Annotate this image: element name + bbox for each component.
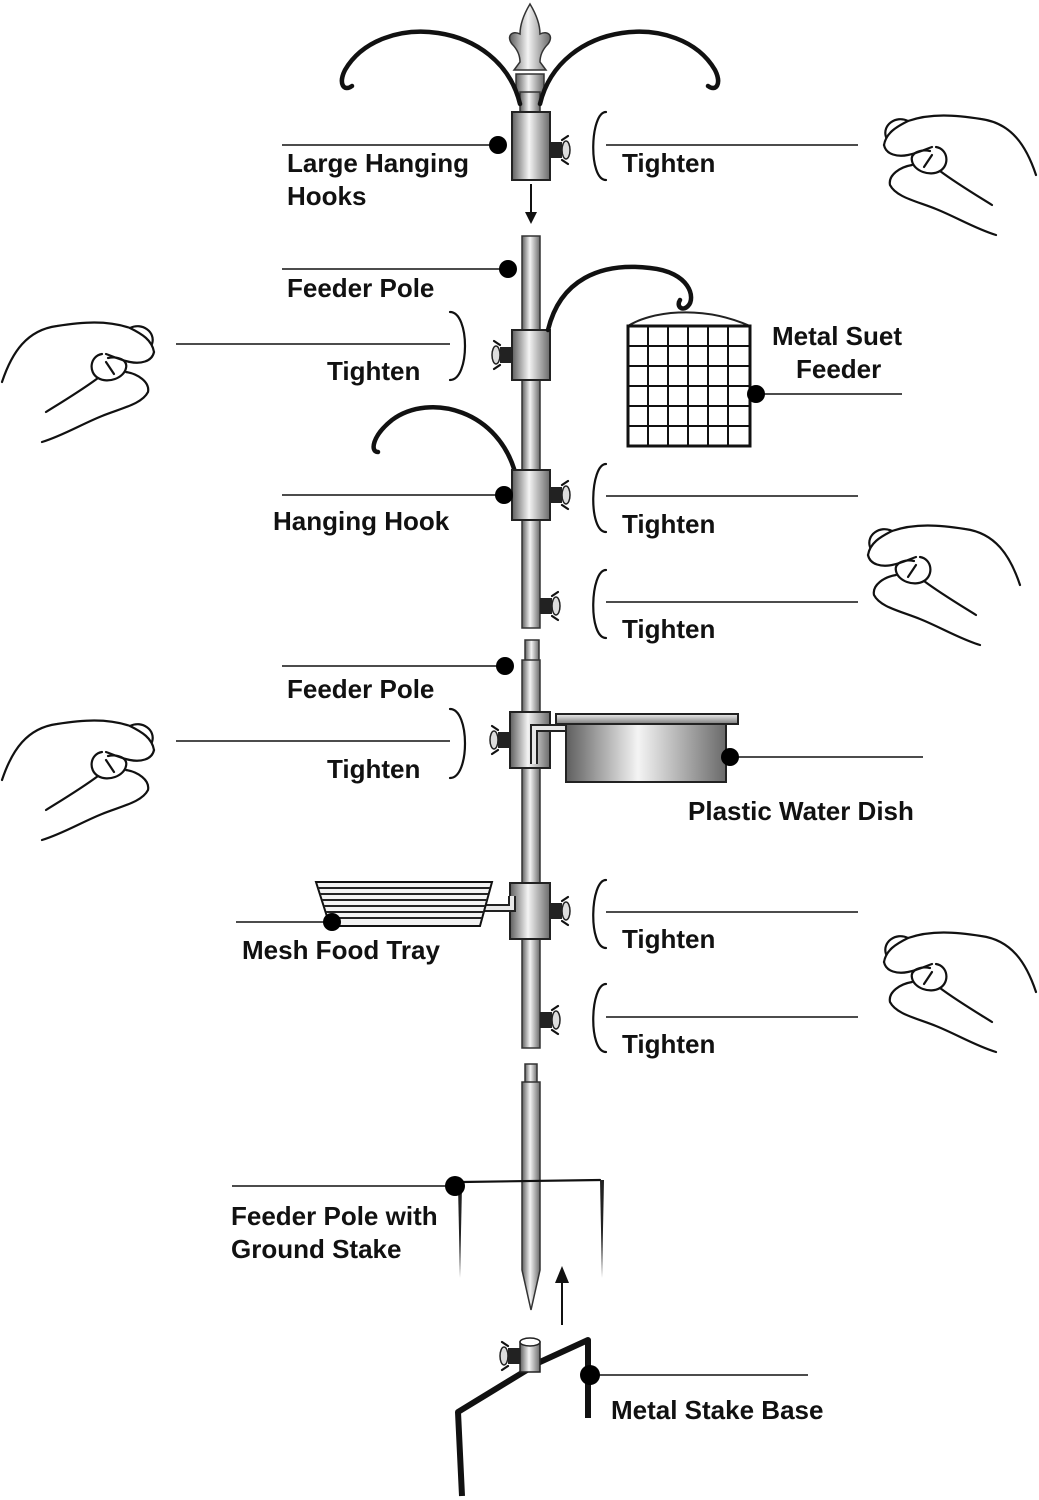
tighten-label-5: Tighten — [327, 754, 420, 784]
feeder-pole-upper — [521, 235, 541, 629]
large-hooks-label-2: Hooks — [287, 181, 366, 211]
stake-base-label: Metal Stake Base — [611, 1395, 823, 1425]
large-hooks-label-1: Large Hanging — [287, 148, 469, 178]
suet-feeder — [626, 311, 752, 448]
tighten-label-1: Tighten — [622, 148, 715, 178]
water-dish-label: Plastic Water Dish — [688, 796, 914, 826]
suet-label-2: Feeder — [796, 354, 881, 384]
mesh-food-tray — [314, 881, 494, 927]
hand-icon — [882, 931, 1038, 1054]
feeder-pole-mid-label: Feeder Pole — [287, 674, 434, 704]
hand-icon — [0, 719, 156, 842]
tighten-label-4: Tighten — [622, 614, 715, 644]
tighten-label-2: Tighten — [327, 356, 420, 386]
tighten-label-6: Tighten — [622, 924, 715, 954]
hand-icon — [866, 524, 1022, 647]
hand-icon — [0, 321, 156, 444]
water-dish — [555, 713, 739, 783]
hanging-hook-label: Hanging Hook — [273, 506, 450, 536]
feeder-pole-top-label: Feeder Pole — [287, 273, 434, 303]
large-hanging-hooks — [339, 2, 721, 224]
finial-icon — [508, 2, 552, 71]
hand-icon — [882, 114, 1038, 237]
suet-label-1: Metal Suet — [772, 321, 902, 351]
tighten-label-3: Tighten — [622, 509, 715, 539]
tighten-label-7: Tighten — [622, 1029, 715, 1059]
ground-stake — [458, 1063, 604, 1311]
ground-stake-label-1: Feeder Pole with — [231, 1201, 438, 1231]
food-tray-label: Mesh Food Tray — [242, 935, 440, 965]
metal-stake-base — [455, 1337, 591, 1497]
ground-stake-label-2: Ground Stake — [231, 1234, 401, 1264]
